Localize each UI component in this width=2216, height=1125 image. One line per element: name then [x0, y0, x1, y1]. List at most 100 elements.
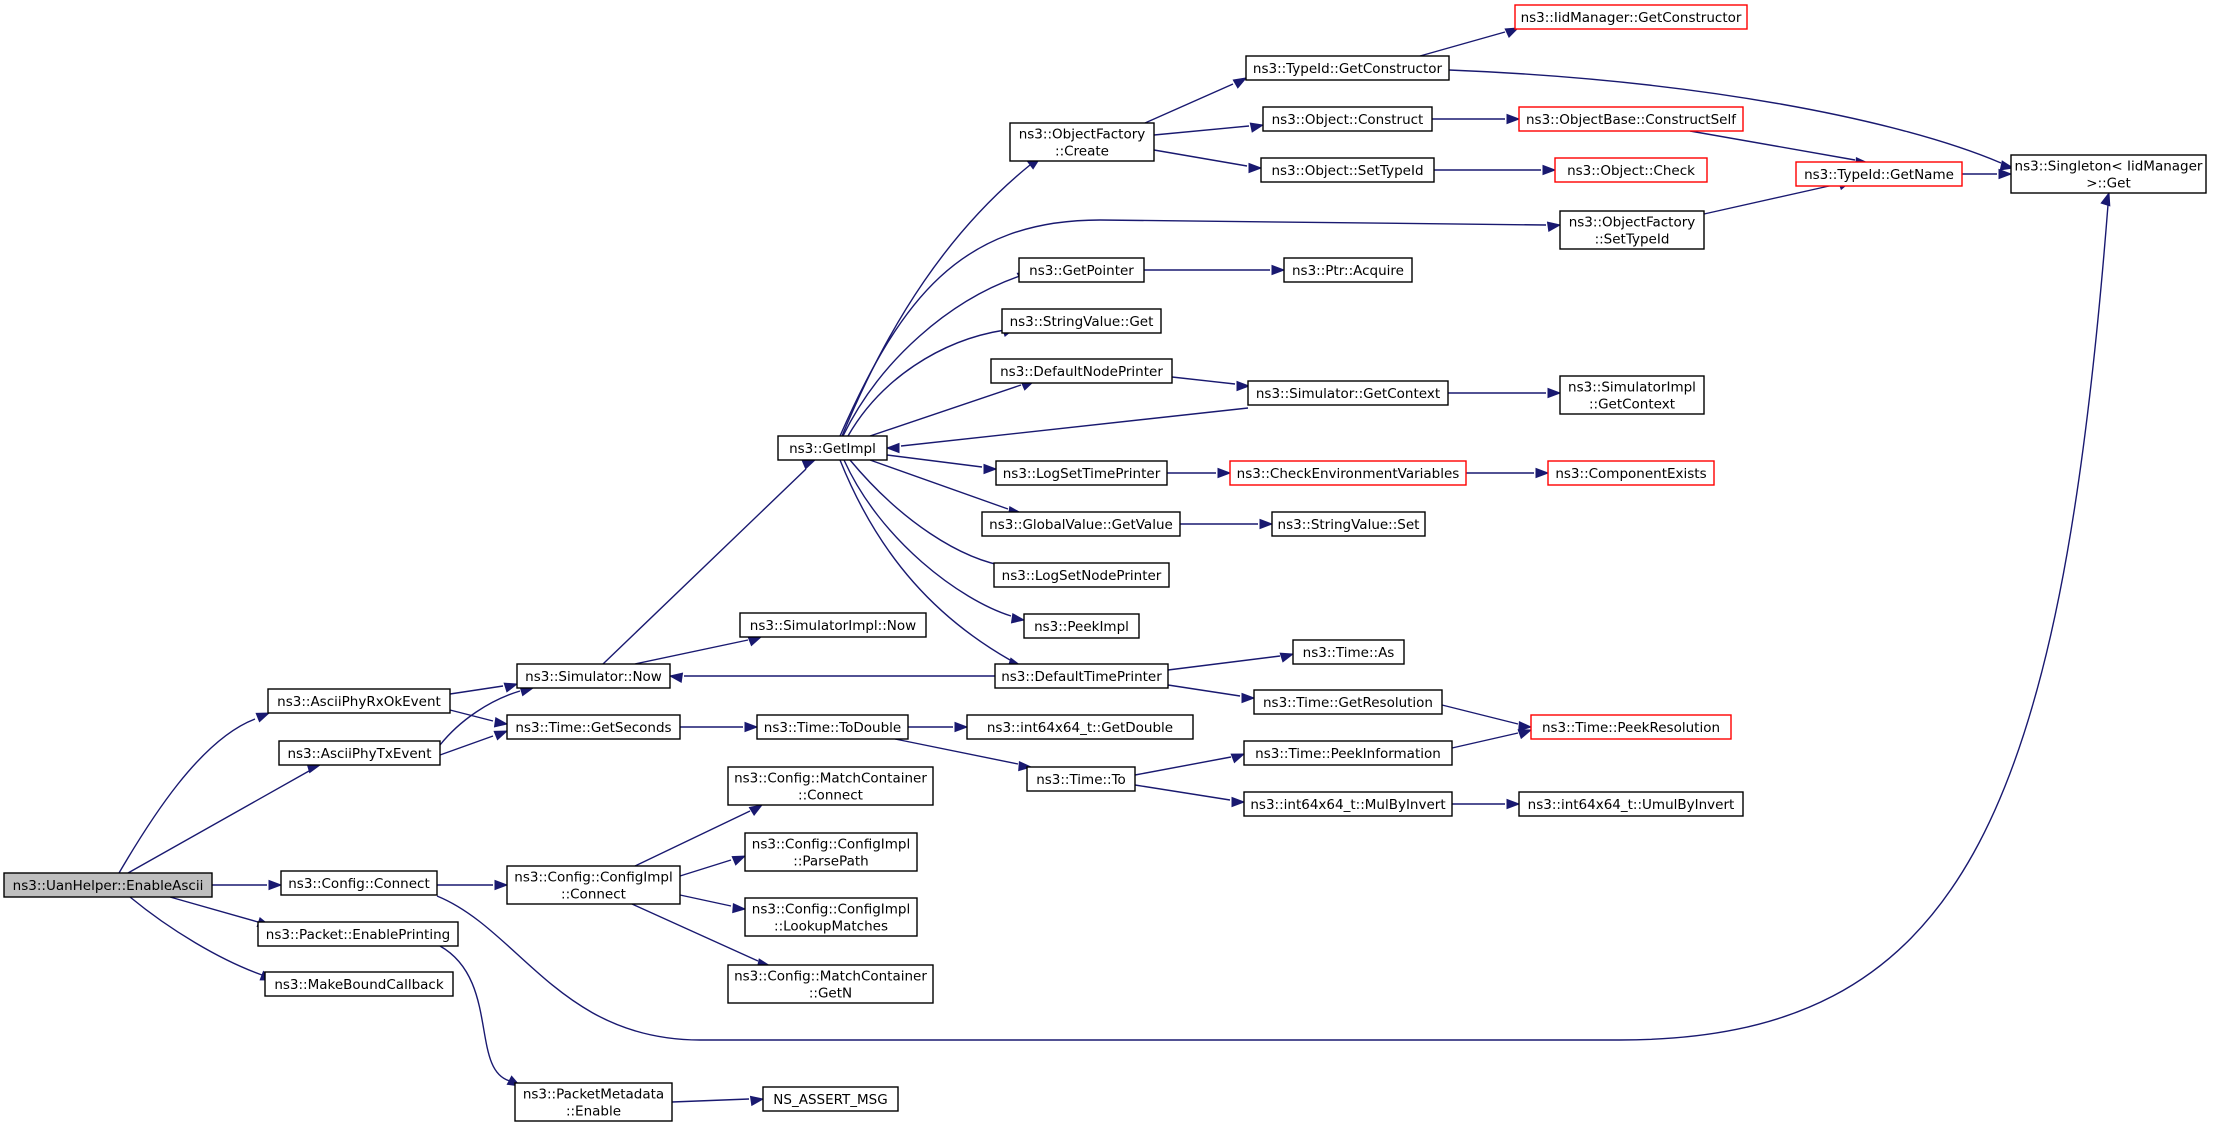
node-label: ::GetContext	[1589, 397, 1675, 413]
node-objectfactory-create[interactable]: ns3::ObjectFactory::Create	[1009, 122, 1155, 162]
node-typeid-getconstructor[interactable]: ns3::TypeId::GetConstructor	[1245, 55, 1450, 81]
node-time-getresolution[interactable]: ns3::Time::GetResolution	[1253, 689, 1443, 715]
node-box	[739, 612, 927, 638]
node-stringvalue-set[interactable]: ns3::StringValue::Set	[1271, 511, 1426, 537]
node-packet-enable-printing[interactable]: ns3::Packet::EnablePrinting	[257, 921, 459, 947]
arrowhead	[1517, 729, 1533, 740]
node-enable-ascii[interactable]: ns3::UanHelper::EnableAscii	[3, 872, 213, 898]
node-box	[995, 460, 1168, 486]
arrowhead	[255, 712, 271, 723]
edge-get_impl-to-objectfactory_settypeid	[839, 219, 1562, 437]
edge-line	[436, 204, 2109, 1041]
node-box	[278, 740, 441, 766]
node-log-set-time-printer[interactable]: ns3::LogSetTimePrinter	[995, 460, 1168, 486]
node-log-set-node-printer[interactable]: ns3::LogSetNodePrinter	[993, 562, 1170, 588]
node-label: ns3::int64x64_t::UmulByInvert	[1528, 797, 1735, 813]
node-box	[2010, 154, 2207, 194]
node-box	[756, 714, 909, 740]
node-box	[1009, 122, 1155, 162]
node-get-pointer[interactable]: ns3::GetPointer	[1018, 257, 1145, 283]
edge-line	[1134, 756, 1232, 776]
node-stringvalue-get[interactable]: ns3::StringValue::Get	[1001, 308, 1162, 334]
edge-line	[602, 468, 807, 665]
node-packetmetadata-enable[interactable]: ns3::PacketMetadata::Enable	[514, 1082, 673, 1122]
node-label: ns3::Ptr::Acquire	[1292, 263, 1404, 279]
node-label: ns3::Object::SetTypeId	[1271, 163, 1423, 179]
edge-line	[129, 896, 263, 976]
node-label: ns3::ObjectFactory	[1569, 215, 1696, 231]
arrowhead	[503, 682, 519, 693]
node-box	[1518, 106, 1744, 132]
node-simulatorimpl-getcontext[interactable]: ns3::SimulatorImpl::GetContext	[1559, 375, 1705, 415]
node-label: ns3::Time::As	[1303, 645, 1395, 661]
edge-get_impl-to-get_pointer	[842, 271, 1032, 437]
edge-configimpl_connect-to-configimpl_lookupmatches	[679, 894, 747, 914]
edge-config_connect-to-configimpl_connect	[437, 879, 509, 891]
node-int64-mulbyinvert[interactable]: ns3::int64x64_t::MulByInvert	[1243, 791, 1453, 817]
node-label: ns3::UanHelper::EnableAscii	[13, 878, 204, 894]
node-box	[994, 663, 1169, 689]
node-label: ::ParsePath	[793, 854, 868, 870]
node-ascii-tx[interactable]: ns3::AsciiPhyTxEvent	[278, 740, 441, 766]
node-object-settypeid[interactable]: ns3::Object::SetTypeId	[1260, 157, 1435, 183]
node-typeid-getname[interactable]: ns3::TypeId::GetName	[1795, 161, 1963, 187]
node-ptr-acquire[interactable]: ns3::Ptr::Acquire	[1283, 257, 1413, 283]
node-default-node-printer[interactable]: ns3::DefaultNodePrinter	[990, 358, 1173, 384]
node-label: ns3::AsciiPhyRxOkEvent	[277, 694, 441, 710]
node-time-to-double[interactable]: ns3::Time::ToDouble	[756, 714, 909, 740]
node-box	[762, 1086, 899, 1112]
node-check-env-vars[interactable]: ns3::CheckEnvironmentVariables	[1229, 460, 1467, 486]
node-matchcontainer-getn[interactable]: ns3::Config::MatchContainer::GetN	[727, 964, 934, 1004]
node-configimpl-parsepath[interactable]: ns3::Config::ConfigImpl::ParsePath	[744, 832, 918, 872]
arrowhead	[1018, 760, 1033, 772]
node-label: ::Enable	[566, 1104, 621, 1120]
node-time-peekresolution[interactable]: ns3::Time::PeekResolution	[1530, 714, 1732, 740]
node-box	[267, 688, 451, 714]
edge-check_env_vars-to-component_exists	[1466, 467, 1550, 479]
node-time-as[interactable]: ns3::Time::As	[1292, 639, 1405, 665]
node-objectbase-constructself[interactable]: ns3::ObjectBase::ConstructSelf	[1518, 106, 1744, 132]
node-label: NS_ASSERT_MSG	[773, 1092, 887, 1108]
arrowhead	[744, 721, 759, 733]
node-default-time-printer[interactable]: ns3::DefaultTimePrinter	[994, 663, 1169, 689]
node-component-exists[interactable]: ns3::ComponentExists	[1547, 460, 1715, 486]
arrowhead	[1248, 162, 1263, 174]
node-int64-getdouble[interactable]: ns3::int64x64_t::GetDouble	[966, 714, 1194, 740]
node-label: ns3::StringValue::Get	[1010, 314, 1154, 330]
edge-get_impl-to-log_set_time_printer	[886, 454, 998, 475]
node-ns-assert-msg[interactable]: NS_ASSERT_MSG	[762, 1086, 899, 1112]
node-box	[1253, 689, 1443, 715]
node-object-construct[interactable]: ns3::Object::Construct	[1262, 106, 1433, 132]
node-label: ns3::MakeBoundCallback	[274, 977, 444, 993]
edge-object_settypeid-to-object_check	[1434, 164, 1557, 176]
node-label: ns3::Config::ConfigImpl	[752, 902, 910, 918]
node-time-to[interactable]: ns3::Time::To	[1026, 766, 1136, 792]
node-simulatorimpl-now[interactable]: ns3::SimulatorImpl::Now	[739, 612, 927, 638]
node-object-check[interactable]: ns3::Object::Check	[1554, 157, 1708, 183]
arrowhead	[801, 459, 817, 470]
node-peek-impl[interactable]: ns3::PeekImpl	[1023, 613, 1140, 639]
node-globalvalue-getvalue[interactable]: ns3::GlobalValue::GetValue	[981, 511, 1181, 537]
node-configimpl-connect[interactable]: ns3::Config::ConfigImpl::Connect	[506, 865, 681, 905]
node-iidmanager-getconstructor[interactable]: ns3::IidManager::GetConstructor	[1514, 4, 1748, 30]
node-time-get-seconds[interactable]: ns3::Time::GetSeconds	[506, 714, 681, 740]
node-int64-umulbyinvert[interactable]: ns3::int64x64_t::UmulByInvert	[1518, 791, 1744, 817]
node-config-connect[interactable]: ns3::Config::Connect	[280, 870, 438, 896]
node-simulator-getcontext[interactable]: ns3::Simulator::GetContext	[1247, 380, 1449, 406]
node-box	[1514, 4, 1748, 30]
node-configimpl-lookupmatches[interactable]: ns3::Config::ConfigImpl::LookupMatches	[744, 897, 918, 937]
arrowhead	[1279, 652, 1295, 663]
node-box	[514, 1082, 673, 1122]
node-ascii-rx-ok[interactable]: ns3::AsciiPhyRxOkEvent	[267, 688, 451, 714]
node-objectfactory-settypeid[interactable]: ns3::ObjectFactory::SetTypeId	[1559, 210, 1705, 250]
node-label: ns3::GetImpl	[789, 441, 876, 457]
edge-get_impl-to-default_node_printer	[869, 380, 1036, 437]
node-make-bound-callback[interactable]: ns3::MakeBoundCallback	[264, 971, 454, 997]
node-time-peekinformation[interactable]: ns3::Time::PeekInformation	[1243, 740, 1453, 766]
node-simulator-now[interactable]: ns3::Simulator::Now	[516, 663, 671, 689]
node-singleton-get[interactable]: ns3::Singleton< IidManager >::Get	[2010, 154, 2207, 194]
node-get-impl[interactable]: ns3::GetImpl	[777, 435, 888, 461]
arrowhead	[493, 717, 509, 728]
node-matchcontainer-connect[interactable]: ns3::Config::MatchContainer::Connect	[727, 766, 934, 806]
